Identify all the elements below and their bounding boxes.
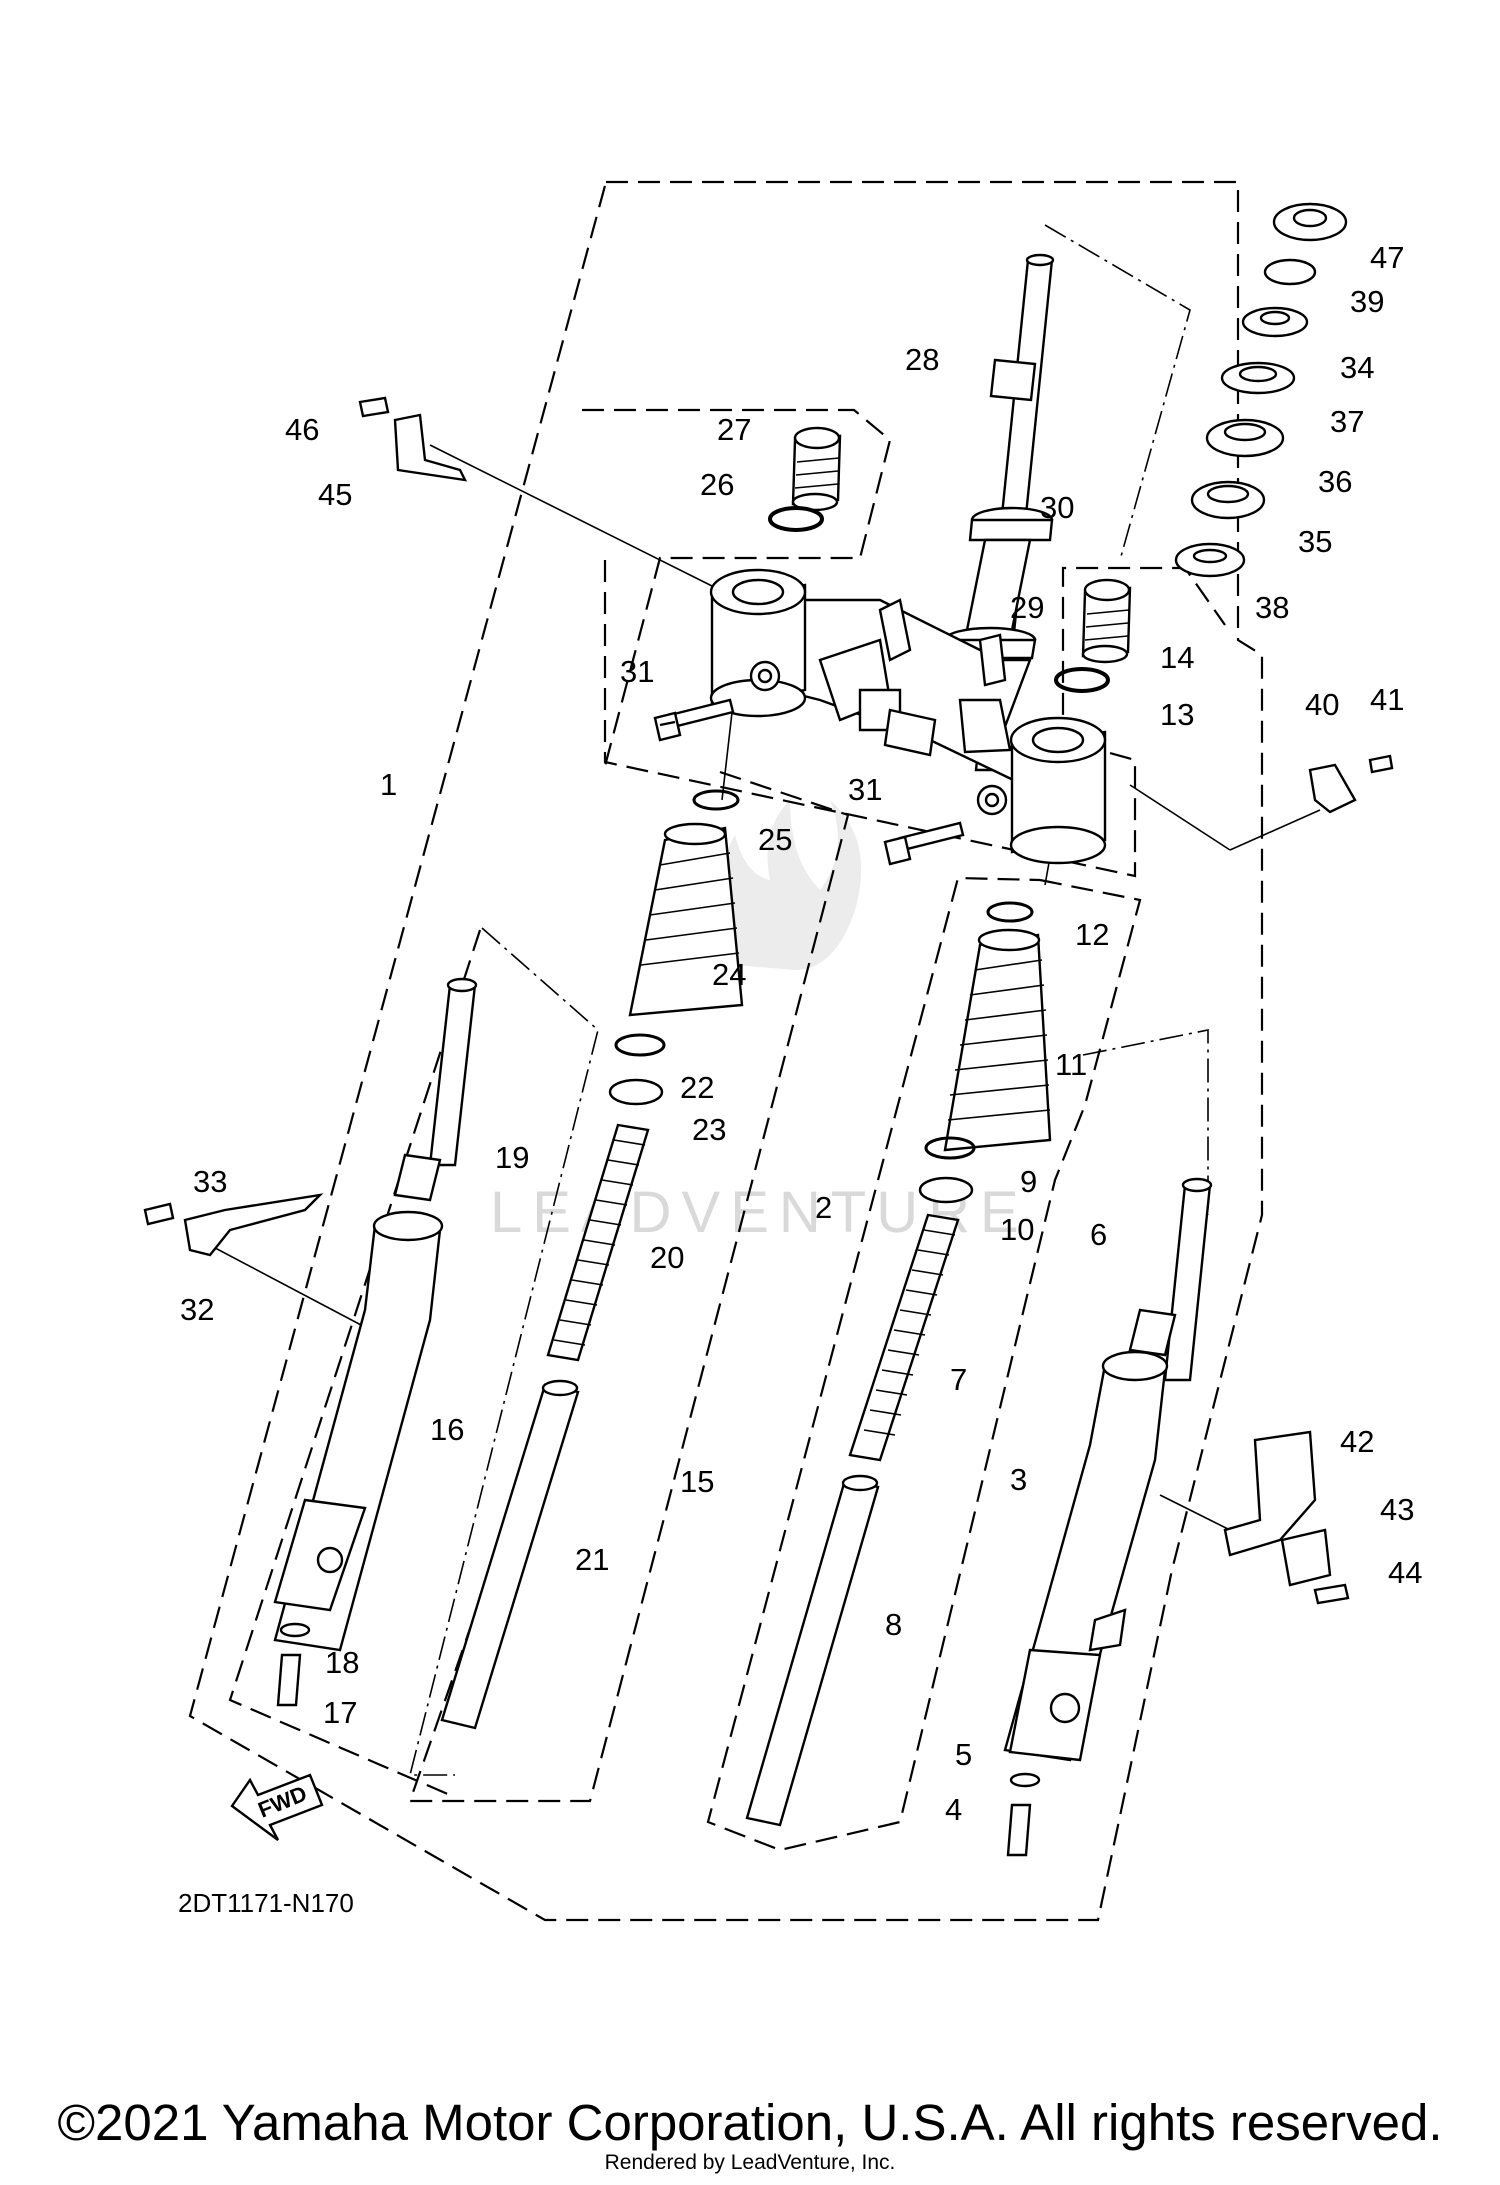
o-ring-right — [1054, 667, 1110, 693]
callout-47: 47 — [1370, 240, 1404, 275]
callout-9: 9 — [1020, 1164, 1037, 1199]
callout-18: 18 — [325, 1645, 359, 1680]
clamp-bolt-left — [653, 698, 735, 742]
callout-28: 28 — [905, 342, 939, 377]
damper-rod-6 — [1163, 1183, 1212, 1382]
diagram-code: 2DT1171-N170 — [178, 1888, 354, 1918]
inner-tube-8 — [745, 1478, 880, 1827]
spring-7 — [848, 1213, 960, 1462]
outer-tube-3 — [1003, 1350, 1169, 1762]
callout-42: 42 — [1340, 1424, 1374, 1459]
hose-guide-lower — [183, 1193, 324, 1257]
callout-22: 22 — [680, 1070, 714, 1105]
callout-8: 8 — [885, 1607, 902, 1642]
callout-35: 35 — [1298, 524, 1332, 559]
callout-13: 13 — [1160, 697, 1194, 732]
right-fork-outline — [706, 876, 1142, 1852]
circlip-12 — [986, 901, 1034, 923]
dust-boot-right — [943, 928, 1052, 1152]
callout-38: 38 — [1255, 590, 1289, 625]
callout-46: 46 — [285, 412, 319, 447]
circlip-25 — [692, 789, 740, 811]
bracket-plate — [1280, 1528, 1332, 1587]
outer-tube-16 — [273, 1210, 444, 1652]
bearing-stack — [1174, 202, 1348, 578]
callout-36: 36 — [1318, 464, 1352, 499]
callout-29: 29 — [1010, 590, 1044, 625]
hose-guide-upper — [393, 413, 468, 482]
callout-43: 43 — [1380, 1492, 1414, 1527]
callout-27: 27 — [717, 412, 751, 447]
callout-33: 33 — [193, 1164, 227, 1199]
callout-20: 20 — [650, 1240, 684, 1275]
dust-boot-left — [628, 822, 744, 1017]
callout-31-left: 31 — [620, 654, 654, 689]
spring-20-coils — [553, 1139, 646, 1346]
drain-bolt-4 — [1006, 1803, 1032, 1857]
left-fork-clamp — [709, 568, 807, 718]
rebound-spring-6 — [1128, 1308, 1177, 1357]
assembly-outline — [188, 180, 1264, 1922]
hose-guide-bolt — [358, 396, 390, 418]
watermark-logo-icon — [715, 800, 862, 970]
callout-21: 21 — [575, 1542, 609, 1577]
callout-7: 7 — [950, 1362, 967, 1397]
callout-25: 25 — [758, 822, 792, 857]
callout-1: 1 — [380, 767, 397, 802]
rebound-spring-19 — [393, 1153, 442, 1202]
washer-5 — [1009, 1772, 1041, 1788]
brake-hose-bracket — [1223, 1430, 1317, 1557]
callout-40: 40 — [1305, 687, 1339, 722]
o-ring-left — [768, 506, 824, 532]
callout-4: 4 — [945, 1792, 962, 1827]
callout-16: 16 — [430, 1412, 464, 1447]
callout-39: 39 — [1350, 284, 1384, 319]
callout-23: 23 — [692, 1112, 726, 1147]
callout-41: 41 — [1370, 682, 1404, 717]
fork-cap-bolt-right — [1081, 578, 1132, 664]
callout-labels: 1 2 3 4 5 6 7 8 9 10 11 12 13 14 15 16 1… — [180, 240, 1422, 1827]
fork-cap-bolt-left — [791, 426, 842, 512]
callout-44: 44 — [1388, 1555, 1422, 1590]
callout-32: 32 — [180, 1292, 214, 1327]
callout-17: 17 — [323, 1695, 357, 1730]
left-fork-outline — [408, 770, 850, 1803]
callout-3: 3 — [1010, 1462, 1027, 1497]
callout-15: 15 — [680, 1464, 714, 1499]
damper-rod-19 — [428, 983, 477, 1167]
oil-seal-23 — [608, 1078, 664, 1106]
callout-30: 30 — [1040, 490, 1074, 525]
callout-6: 6 — [1090, 1217, 1107, 1252]
cable-clip — [1308, 763, 1357, 814]
hose-guide-lower-bolt — [143, 1202, 175, 1226]
callout-45: 45 — [318, 477, 352, 512]
circlip-9 — [924, 1136, 976, 1160]
callout-31-right: 31 — [848, 772, 882, 807]
bracket-bolt — [1313, 1583, 1350, 1605]
drain-bolt-17 — [276, 1653, 302, 1707]
callout-14: 14 — [1160, 640, 1194, 675]
callout-11: 11 — [1055, 1047, 1087, 1082]
spring-7-coils — [863, 1229, 956, 1436]
callout-24: 24 — [712, 957, 746, 992]
washer-18 — [279, 1622, 311, 1638]
rendered-by-notice: Rendered by LeadVenture, Inc. — [604, 2151, 896, 2174]
fwd-arrow-icon: FWD — [230, 1773, 324, 1841]
circlip-22 — [614, 1033, 666, 1057]
right-fork-clamp — [976, 716, 1107, 865]
callout-10: 10 — [1000, 1212, 1034, 1247]
callout-34: 34 — [1340, 350, 1374, 385]
copyright-notice: ©2021 Yamaha Motor Corporation, U.S.A. A… — [57, 2094, 1443, 2151]
callout-5: 5 — [955, 1737, 972, 1772]
oil-seal-10 — [918, 1176, 974, 1204]
callout-12: 12 — [1075, 917, 1109, 952]
clip-bolt — [1368, 754, 1394, 774]
clamp-bolt-right — [883, 821, 965, 866]
callout-19: 19 — [495, 1140, 529, 1175]
callout-37: 37 — [1330, 404, 1364, 439]
callout-2: 2 — [815, 1190, 832, 1225]
callout-26: 26 — [700, 467, 734, 502]
top-bracket-outline — [582, 408, 892, 767]
